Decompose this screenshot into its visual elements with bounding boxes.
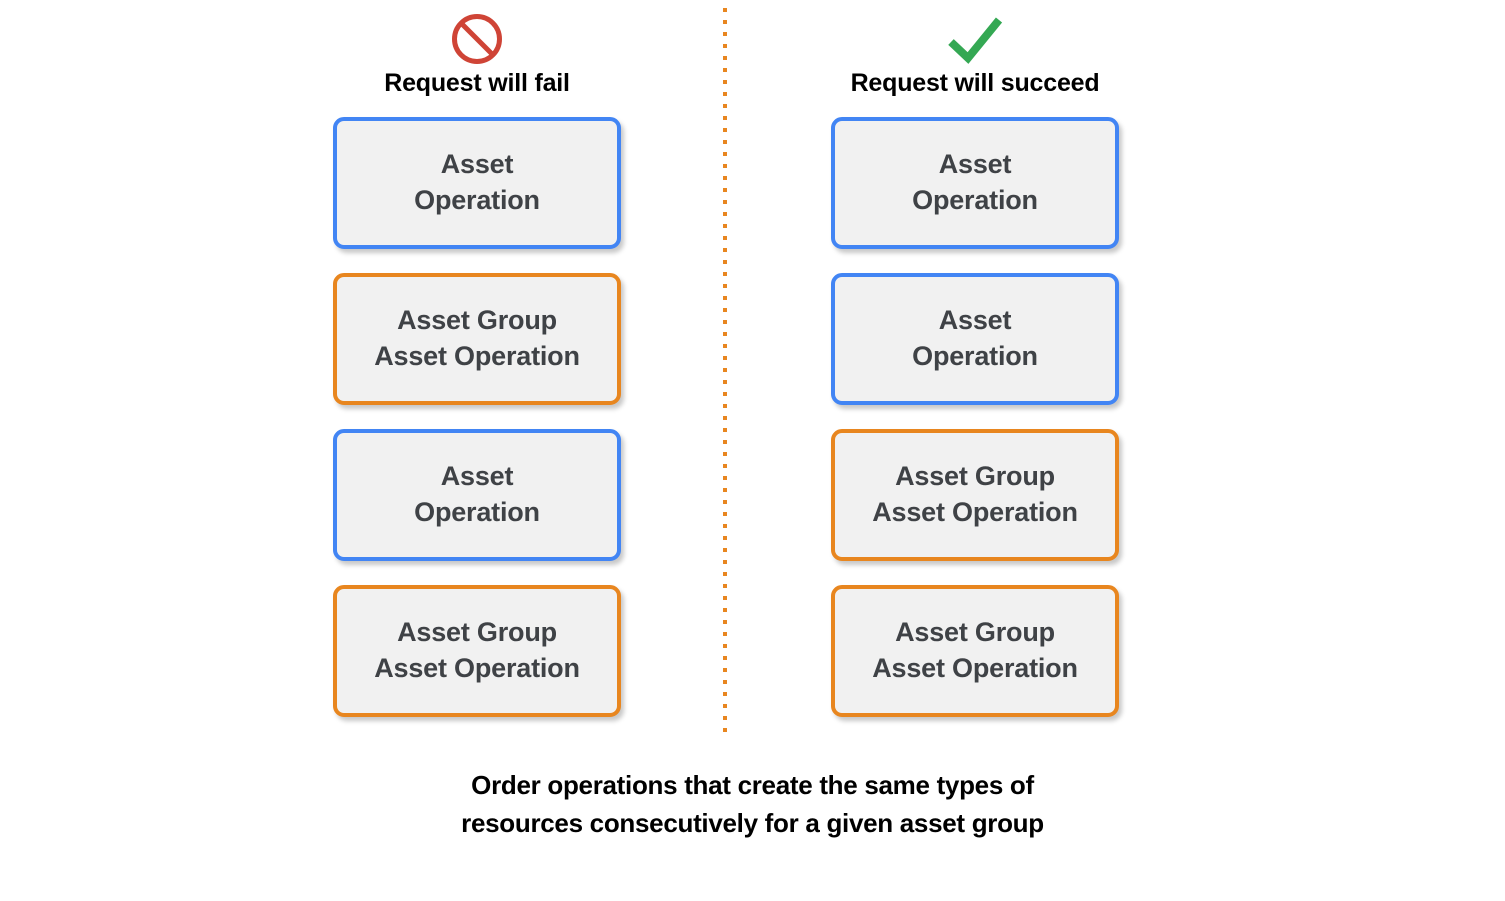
operation-box[interactable]: Asset Operation	[333, 429, 621, 561]
box-line: Operation	[414, 497, 540, 527]
box-line: Operation	[414, 185, 540, 215]
box-line: Asset	[938, 305, 1012, 336]
checkmark-icon	[945, 8, 1005, 70]
column-fail: Request will fail Asset Operation Asset …	[327, 8, 627, 717]
box-line: Asset	[440, 149, 514, 180]
operation-box[interactable]: Asset Operation	[831, 273, 1119, 405]
operation-box[interactable]: Asset Operation	[831, 117, 1119, 249]
operation-box[interactable]: Asset Group Asset Operation	[831, 429, 1119, 561]
box-line: Asset Group	[895, 617, 1055, 648]
operation-box[interactable]: Asset Operation	[333, 117, 621, 249]
caption-line-1: Order operations that create the same ty…	[471, 770, 1034, 800]
box-line: Asset Operation	[872, 497, 1078, 527]
box-line: Operation	[912, 341, 1038, 371]
box-stack-fail: Asset Operation Asset Group Asset Operat…	[333, 117, 621, 717]
box-line: Asset Operation	[872, 653, 1078, 683]
box-line: Asset Group	[397, 617, 557, 648]
column-succeed: Request will succeed Asset Operation Ass…	[825, 8, 1125, 717]
box-line: Asset	[440, 461, 514, 492]
diagram-caption: Order operations that create the same ty…	[0, 766, 1505, 842]
operation-box[interactable]: Asset Group Asset Operation	[333, 585, 621, 717]
box-line: Operation	[912, 185, 1038, 215]
caption-line-2: resources consecutively for a given asse…	[461, 808, 1044, 839]
box-line: Asset Operation	[374, 341, 580, 371]
box-line: Asset Group	[895, 461, 1055, 492]
box-stack-succeed: Asset Operation Asset Operation Asset Gr…	[831, 117, 1119, 717]
prohibited-icon	[450, 8, 504, 70]
column-divider	[723, 8, 727, 735]
column-heading-fail: Request will fail	[384, 69, 570, 97]
box-line: Asset	[938, 149, 1012, 180]
box-line: Asset Operation	[374, 653, 580, 683]
column-heading-succeed: Request will succeed	[850, 69, 1100, 97]
box-line: Asset Group	[397, 305, 557, 336]
operation-box[interactable]: Asset Group Asset Operation	[831, 585, 1119, 717]
operation-box[interactable]: Asset Group Asset Operation	[333, 273, 621, 405]
